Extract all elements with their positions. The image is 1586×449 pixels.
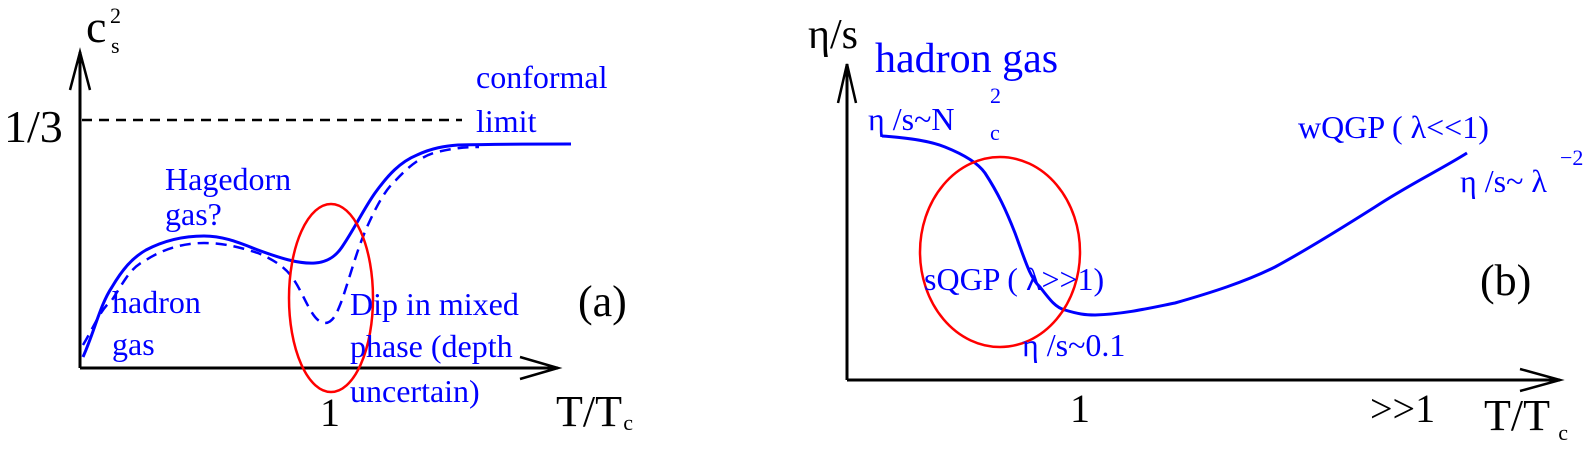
y-axis-arrow-icon	[68, 47, 92, 91]
label-conformal: conformal	[476, 59, 608, 95]
label-eta-s-nc: η /s~N	[868, 101, 955, 137]
panel-tag-b: (b)	[1480, 256, 1531, 305]
label-eta-s-min: η /s~0.1	[1022, 327, 1125, 363]
y-tick-one-third: 1/3	[4, 101, 63, 152]
label-wqgp: wQGP ( λ<<1)	[1298, 109, 1489, 145]
transition-ellipse	[918, 155, 1082, 349]
label-eta-s-nc-sup: 2	[990, 83, 1001, 108]
label-hadron: hadron	[112, 284, 201, 320]
x-tick-1: 1	[1070, 386, 1090, 431]
x-axis-label-sub: c	[1558, 420, 1568, 445]
x-axis-label: T/T	[1484, 391, 1550, 440]
x-axis-label-sub: c	[623, 410, 633, 435]
y-axis-label: η/s	[808, 12, 858, 58]
label-dip-2: phase (depth	[350, 328, 513, 364]
y-axis-label-sup: 2	[110, 3, 121, 28]
eta-over-s-curve	[881, 134, 1468, 317]
label-hagedorn: Hagedorn	[165, 161, 291, 197]
label-sqgp: sQGP ( λ>>1)	[924, 261, 1104, 297]
x-axis-arrow-icon	[519, 355, 563, 381]
x-axis-label: T/T	[556, 387, 622, 436]
label-dip-3: uncertain)	[350, 373, 480, 409]
transition-ellipse	[287, 202, 375, 394]
label-limit: limit	[476, 103, 537, 139]
label-hadron-gas: hadron gas	[875, 36, 1058, 82]
y-axis-label-sub: s	[111, 33, 120, 58]
x-tick-1: 1	[320, 390, 340, 435]
dashed-curve	[81, 145, 480, 346]
label-gas-question: gas?	[165, 196, 222, 232]
label-eta-s-lambda: η /s~ λ	[1460, 163, 1547, 199]
label-eta-s-nc-sub: c	[990, 120, 1000, 145]
y-axis-arrow-icon	[836, 63, 858, 104]
label-dip-1: Dip in mixed	[350, 286, 519, 322]
x-axis-arrow-icon	[1519, 367, 1565, 393]
panel-b: η/s hadron gas η /s~N 2 c wQGP ( λ<<1) η…	[808, 12, 1583, 445]
y-axis-label: c	[86, 1, 106, 52]
panel-tag-a: (a)	[578, 277, 627, 326]
solid-curve	[81, 142, 572, 358]
panel-a: c 2 s 1/3 1 T/T c (a) conformal limit Ha…	[4, 1, 633, 436]
x-tick-much-greater-1: >>1	[1370, 386, 1435, 431]
label-eta-s-lambda-sup: −2	[1560, 145, 1583, 170]
label-gas: gas	[112, 326, 155, 362]
